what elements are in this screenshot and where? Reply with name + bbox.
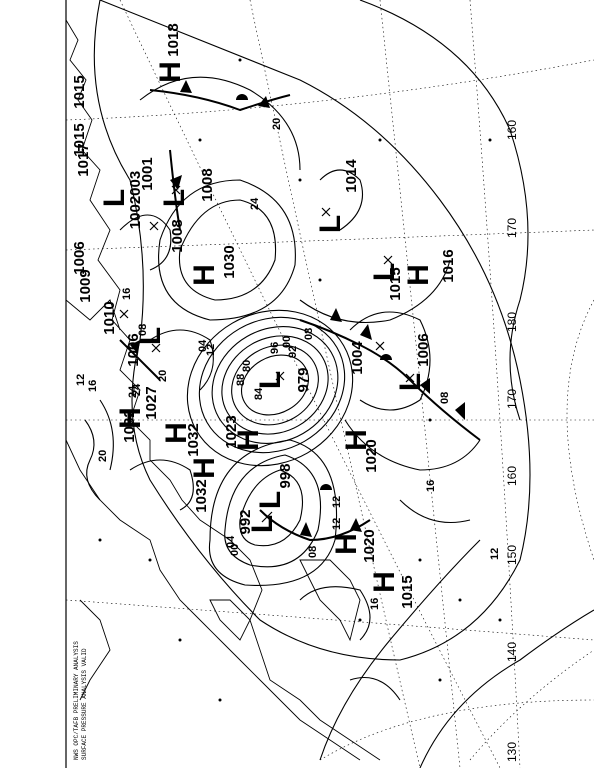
isobar-label: 20 xyxy=(271,118,283,130)
isobar-label: 12 xyxy=(489,548,501,560)
high-value: 1023 xyxy=(223,415,240,448)
isobar-label: 84 xyxy=(253,387,265,400)
low-value: 1008 xyxy=(199,168,216,201)
high-value: 1030 xyxy=(221,245,238,278)
low-value: 1004 xyxy=(349,341,366,375)
lon-label-150: 150 xyxy=(505,545,519,565)
high-value: 1020 xyxy=(361,529,378,562)
isobar-label: 08 xyxy=(307,546,319,558)
isobar-label: 16 xyxy=(121,288,133,300)
high-letter: H xyxy=(154,61,187,83)
low-letter: L xyxy=(254,491,287,509)
isobar-label: 12 xyxy=(205,344,217,356)
isobar-label: 04 xyxy=(225,535,237,548)
low-value: 979 xyxy=(295,367,312,392)
high-value: 1018 xyxy=(165,23,182,56)
high-value: 1020 xyxy=(363,439,380,472)
isobar-label: 12 xyxy=(331,496,343,508)
low-value: 1015 xyxy=(387,267,404,300)
low-value: 1015 xyxy=(71,75,88,108)
pressure-centers: H 1018 H 1030 H 1016 H 1020 H 1020 H 101… xyxy=(71,23,457,608)
isobar-label: 12 xyxy=(331,518,343,530)
lon-label-140: 140 xyxy=(505,642,519,662)
station-plots xyxy=(98,58,502,702)
high-value: 1032 xyxy=(121,409,138,442)
isobar-label: 16 xyxy=(425,480,437,492)
isobar-label: 92 xyxy=(287,346,299,358)
low-value: 998 xyxy=(277,463,294,488)
low-value: 1006 xyxy=(71,241,88,274)
isobar-label: 04 xyxy=(197,339,209,352)
high-letter: H xyxy=(232,429,265,451)
low-value: 1015 xyxy=(71,123,88,156)
isobar-label: 24 xyxy=(131,383,143,396)
lon-label-180: 180 xyxy=(505,312,519,332)
isobar-label: 16 xyxy=(369,598,381,610)
low-letter: L xyxy=(246,515,279,533)
isobar-label: 08 xyxy=(439,392,451,404)
isobar-label: 16 xyxy=(87,380,99,392)
header-text: NWS OPC/TAFB PRELIMINARY ANALYSIS SURFAC… xyxy=(73,641,88,760)
high-value: 1032 xyxy=(185,423,202,456)
isobar-label: 08 xyxy=(303,328,315,340)
isobar-label: 88 xyxy=(235,374,247,386)
lon-label-130: 130 xyxy=(505,742,519,762)
low-letter: L xyxy=(314,215,347,233)
isobar-label: 00 xyxy=(281,336,293,348)
high-letter: H xyxy=(160,422,193,444)
isobar-labels: 20 24 08 12 16 20 24 16 12 08 04 00 96 9… xyxy=(75,118,501,610)
isobar-label: 12 xyxy=(75,374,87,386)
low-value: 1017 xyxy=(75,143,92,176)
low-value: 1009 xyxy=(77,269,94,302)
high-letter: H xyxy=(330,533,363,555)
isobar-label: 00 xyxy=(229,544,241,556)
header-line-2: SURFACE PRESSURE ANALYSIS VALID xyxy=(81,648,88,760)
low-center-markers xyxy=(119,185,415,523)
low-letter: L xyxy=(134,327,167,345)
high-value: 1016 xyxy=(440,249,457,282)
low-letter: L xyxy=(158,189,191,207)
low-letter: L xyxy=(98,189,131,207)
low-value: 1002003 xyxy=(127,171,144,229)
isobar-label: 24 xyxy=(249,197,261,210)
lon-label-160w: 160 xyxy=(505,120,519,140)
longitude-labels: 130 140 150 160 170 180 170 160 xyxy=(505,120,519,762)
low-value: 1010 xyxy=(101,301,118,334)
high-letter: H xyxy=(114,407,147,429)
lon-label-170: 170 xyxy=(505,389,519,409)
graticule xyxy=(65,0,594,768)
high-value: 1015 xyxy=(399,575,416,608)
low-letter: L xyxy=(368,263,401,281)
low-value: 1001 xyxy=(139,157,156,190)
high-letter: H xyxy=(188,457,221,479)
isobar-label: 96 xyxy=(269,342,281,354)
fronts xyxy=(119,80,481,542)
low-value: 992 xyxy=(237,509,254,534)
low-letter: L xyxy=(394,373,427,391)
high-letter: H xyxy=(340,429,373,451)
isobars xyxy=(84,0,594,768)
coastline xyxy=(65,19,381,761)
low-value: 1006 xyxy=(125,333,142,366)
high-letter: H xyxy=(188,264,221,286)
high-letter: H xyxy=(402,264,435,286)
isobar-label: 20 xyxy=(157,370,169,382)
isobar-label: 80 xyxy=(241,360,253,372)
lon-label-160: 160 xyxy=(505,466,519,486)
lon-label-170w: 170 xyxy=(505,218,519,238)
header-line-1: NWS OPC/TAFB PRELIMINARY ANALYSIS xyxy=(73,641,80,760)
high-value: 1032 xyxy=(193,479,210,512)
isobar-label: 08 xyxy=(137,324,149,336)
low-value: 1006 xyxy=(415,333,432,366)
isobar-label: 24 xyxy=(127,385,139,398)
high-value: 1027 xyxy=(143,386,160,419)
low-value: 1008 xyxy=(169,219,186,252)
high-letter: H xyxy=(368,571,401,593)
low-value: 1014 xyxy=(343,159,360,193)
isobar-label: 20 xyxy=(97,450,109,462)
